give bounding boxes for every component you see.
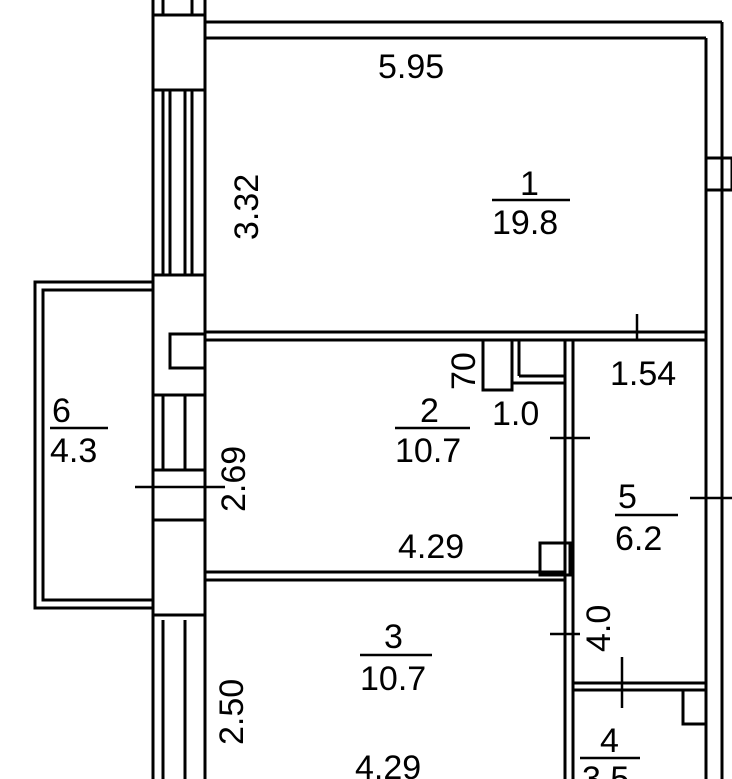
room2-number: 2 <box>420 392 439 430</box>
dim-room1-height: 3.32 <box>228 174 266 240</box>
room5-number: 5 <box>618 478 637 516</box>
room5-area: 6.2 <box>615 520 662 558</box>
room1-area: 19.8 <box>492 204 558 242</box>
room6-number: 6 <box>52 392 71 430</box>
room6-area: 4.3 <box>50 432 97 470</box>
dim-room3-width: 4.29 <box>355 749 421 779</box>
room2-area: 10.7 <box>395 432 461 470</box>
room1-number: 1 <box>520 165 539 203</box>
dim-room1-width: 5.95 <box>378 48 444 86</box>
interior-walls <box>168 314 706 779</box>
dim-room2-width: 4.29 <box>398 528 464 566</box>
room3-area: 10.7 <box>360 660 426 698</box>
room3-number: 3 <box>384 618 403 656</box>
dim-room3-height: 2.50 <box>213 679 251 745</box>
room4-area: 3.5 <box>582 760 629 779</box>
dim-room5-height: 4.0 <box>580 605 618 652</box>
dim-closet-depth: 70 <box>445 352 483 390</box>
room4-number: 4 <box>600 722 619 760</box>
dim-room5-width: 1.54 <box>610 355 676 393</box>
dim-closet-width: 1.0 <box>492 395 539 433</box>
exterior-walls <box>205 20 732 779</box>
dim-room2-height: 2.69 <box>215 446 253 512</box>
left-wall <box>135 0 225 779</box>
